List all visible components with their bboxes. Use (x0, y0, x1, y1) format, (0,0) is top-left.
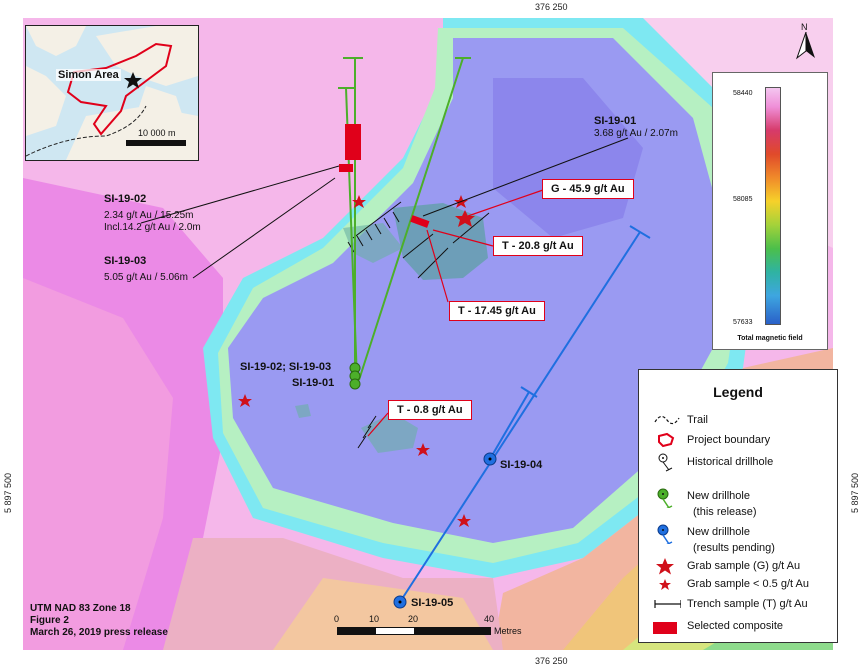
scale-tick-0: 0 (334, 614, 340, 624)
scale-unit: Metres (494, 626, 522, 636)
color-scale-min: 57633 (733, 319, 753, 326)
map-scale-bar: 0 10 20 40 Metres (334, 614, 522, 644)
legend-new-drillhole-pending-1: New drillhole (687, 526, 750, 538)
color-scale-max: 58440 (733, 90, 753, 97)
footer-projection: UTM NAD 83 Zone 18 (30, 603, 131, 614)
trail-icon (654, 415, 680, 425)
legend-new-drillhole-release-1: New drillhole (687, 490, 750, 502)
sample-label-t1: T - 20.8 g/t Au (493, 236, 583, 256)
si1903-line1: 5.05 g/t Au / 5.06m (104, 272, 188, 283)
inset-location-map: Simon Area 10 000 m (25, 25, 199, 161)
collar-label-si1902-si1903: SI-19-02; SI-19-03 (240, 361, 332, 373)
si1902-title: SI-19-02 (104, 193, 147, 205)
footer-figure: Figure 2 (30, 615, 69, 626)
left-northing-label: 5 897 500 (3, 472, 13, 514)
color-scale-title: Total magnetic field (737, 335, 803, 342)
top-easting-label: 376 250 (535, 2, 568, 12)
north-arrow-label: N (801, 22, 808, 32)
selected-composite-swatch (653, 622, 677, 634)
legend-panel: Legend Trail Project boundary Historical… (638, 369, 838, 643)
legend-title: Legend (713, 384, 763, 400)
right-northing-label: 5 897 500 (850, 472, 860, 514)
sample-label-g: G - 45.9 g/t Au (542, 179, 634, 199)
grab-sample-small-star-icon (659, 579, 671, 590)
legend-selected-composite: Selected composite (687, 620, 783, 632)
footer-date: March 26, 2019 press release (30, 627, 168, 638)
inset-scale-label: 10 000 m (138, 128, 176, 138)
legend-trail: Trail (687, 414, 708, 426)
si1903-title: SI-19-03 (104, 255, 147, 267)
color-scale-mid: 58085 (733, 196, 753, 203)
legend-historical-drillhole: Historical drillhole (687, 456, 774, 468)
si1902-line1: 2.34 g/t Au / 15.25m (104, 210, 194, 221)
scale-tick-20: 20 (408, 614, 419, 624)
inset-map-graphic (26, 26, 198, 160)
inset-area-label: Simon Area (56, 69, 121, 81)
new-drillhole-pending-icon (657, 524, 673, 544)
si1904-label: SI-19-04 (500, 459, 543, 471)
north-arrow-icon (795, 32, 815, 60)
legend-grab-sample-g: Grab sample (G) g/t Au (687, 560, 801, 572)
si1902-line2: Incl.14.2 g/t Au / 2.0m (104, 222, 201, 233)
project-boundary-icon (658, 432, 675, 448)
legend-new-drillhole-pending-2: (results pending) (693, 542, 775, 554)
collar-label-si1901: SI-19-01 (292, 377, 335, 389)
si1905-label: SI-19-05 (411, 597, 454, 609)
new-drillhole-release-icon (657, 488, 673, 508)
scale-bar-graphic (337, 627, 491, 635)
si1901-line1: 3.68 g/t Au / 2.07m (594, 128, 678, 139)
si1901-title: SI-19-01 (594, 115, 637, 127)
bottom-easting-label: 376 250 (535, 656, 568, 666)
legend-trench-sample: Trench sample (T) g/t Au (687, 598, 808, 610)
legend-new-drillhole-release-2: (this release) (693, 506, 757, 518)
historical-drillhole-icon (658, 453, 673, 472)
color-scale-panel: 58440 58085 57633 Total magnetic field (712, 72, 828, 350)
grab-sample-star-icon (656, 558, 674, 575)
color-scale-bar (765, 87, 781, 325)
trench-sample-icon (654, 600, 681, 608)
legend-grab-sample-small: Grab sample < 0.5 g/t Au (687, 578, 809, 590)
scale-tick-40: 40 (484, 614, 495, 624)
sample-label-t2: T - 17.45 g/t Au (449, 301, 545, 321)
scale-tick-10: 10 (369, 614, 380, 624)
legend-project-boundary: Project boundary (687, 434, 771, 446)
sample-label-t3: T - 0.8 g/t Au (388, 400, 472, 420)
north-arrow: N (795, 22, 817, 60)
